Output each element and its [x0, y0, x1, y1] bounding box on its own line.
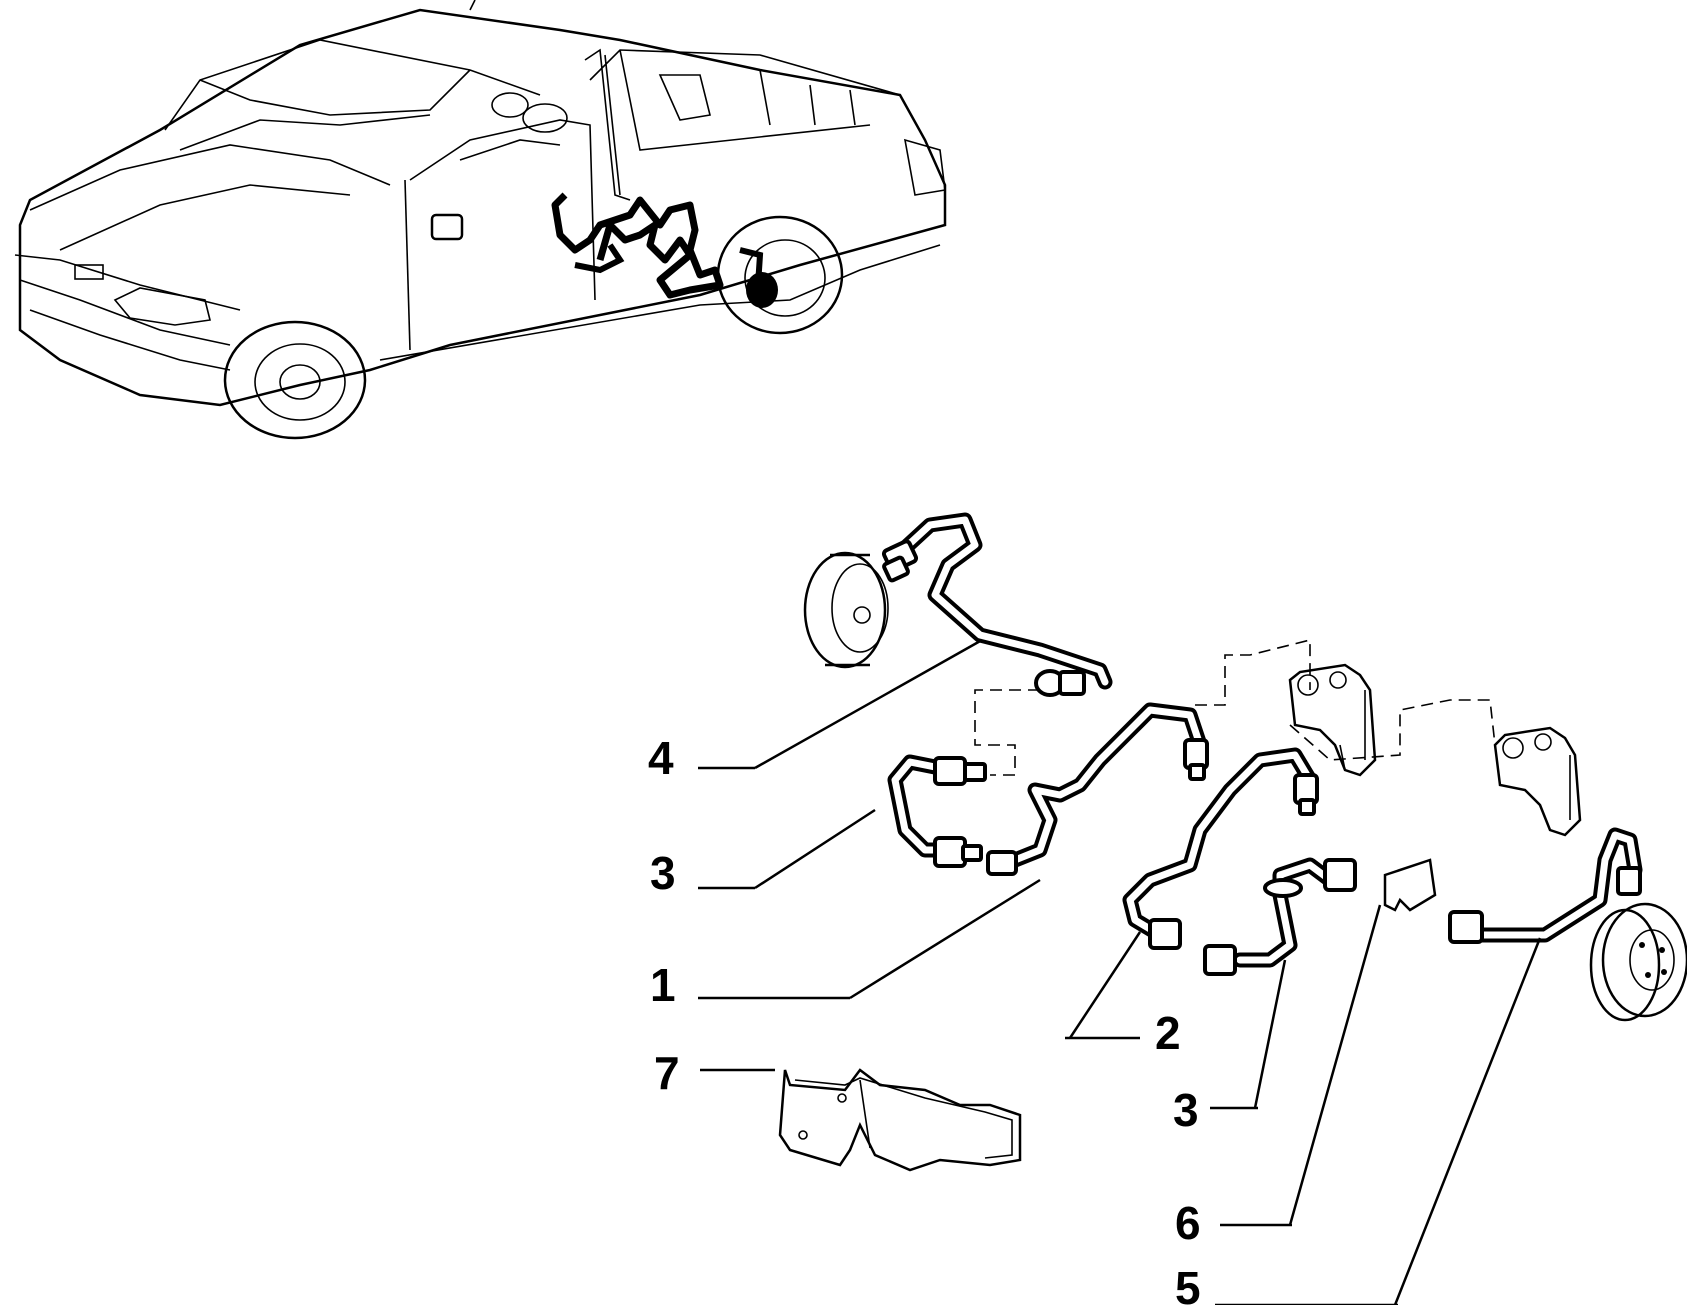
vehicle-outline-illustration: [14, 0, 947, 440]
part-6-pipe-clip: [1220, 858, 1437, 1227]
part-2-brake-pipe: [1065, 747, 1319, 1040]
part-3-left-flexible-hose: [754, 754, 987, 890]
brake-pressure-regulator-lower: [1493, 726, 1582, 837]
part-7-bracket: [700, 1068, 1022, 1172]
assembly-guide-4-3: [974, 689, 1040, 776]
callout-2: 2: [1155, 1007, 1181, 1059]
part-4-front-brake-pipe: [754, 512, 1113, 770]
callout-4: 4: [648, 732, 674, 784]
callout-3-right: 3: [1173, 1084, 1199, 1136]
callout-7: 7: [654, 1047, 680, 1099]
part-5-rear-brake-pipe: [1215, 827, 1687, 1305]
callout-5: 5: [1175, 1262, 1201, 1314]
callout-6: 6: [1175, 1197, 1201, 1249]
vehicle-brake-line-highlight: [551, 192, 778, 308]
part-3-right-flexible-hose: [1203, 857, 1357, 1110]
assembly-guide-1-valve: [1195, 638, 1311, 706]
callout-1: 1: [650, 959, 676, 1011]
callout-3-left: 3: [650, 847, 676, 899]
part-1-brake-pipe: [849, 702, 1209, 1000]
brake-pressure-regulator-upper: [1288, 663, 1377, 777]
